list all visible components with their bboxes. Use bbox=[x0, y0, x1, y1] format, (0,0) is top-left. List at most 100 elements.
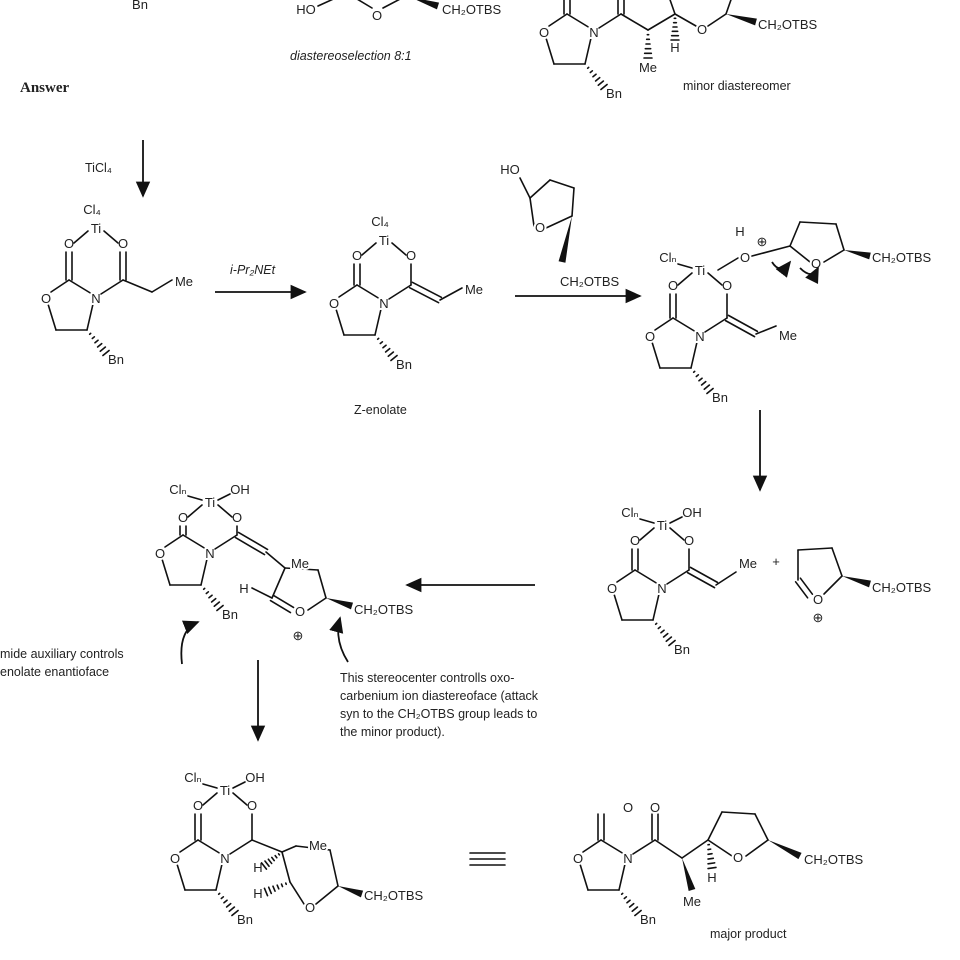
bond bbox=[571, 187, 575, 217]
bond bbox=[215, 863, 223, 891]
hashed-bond bbox=[700, 380, 707, 386]
methyl-label: Me bbox=[739, 556, 757, 571]
wedge-bond bbox=[326, 598, 354, 610]
bond bbox=[388, 284, 412, 300]
reagent-ticl4-label: TiCl₄ bbox=[85, 161, 112, 175]
ring-oxygen-label: O bbox=[535, 220, 545, 235]
hashed-bond bbox=[665, 636, 673, 643]
double-bond bbox=[237, 531, 269, 551]
hashed-bond bbox=[660, 629, 665, 634]
ti-cl-bond bbox=[639, 518, 655, 524]
hashed-bond bbox=[284, 882, 288, 886]
acyl-oxygen-label: O bbox=[722, 278, 732, 293]
hashed-bond bbox=[695, 374, 700, 378]
hashed-bond bbox=[228, 906, 236, 913]
hashed-bond bbox=[274, 854, 278, 859]
hashed-bond bbox=[600, 83, 608, 91]
plus-sign: + bbox=[772, 554, 780, 569]
bond bbox=[831, 547, 843, 577]
bond bbox=[271, 567, 286, 599]
ti-cl-bond bbox=[202, 783, 218, 789]
chelate-bond bbox=[361, 242, 377, 256]
curved-arrow bbox=[771, 260, 792, 278]
double-bond bbox=[234, 536, 266, 556]
hashed-bond bbox=[216, 604, 224, 612]
nitrogen-label: N bbox=[205, 546, 214, 561]
bond bbox=[374, 308, 382, 336]
ch2otbs-label: CH₂OTBS bbox=[364, 888, 424, 903]
hydroxy-ligand-label: OH bbox=[682, 505, 702, 520]
benzyl-label: Bn bbox=[108, 352, 124, 367]
bond bbox=[151, 279, 173, 293]
hydroxy-label: HO bbox=[296, 2, 316, 17]
carbonyl-oxygen-label: O bbox=[623, 800, 633, 815]
ti-o-bond bbox=[717, 257, 739, 271]
ring-oxygen-label: O bbox=[539, 25, 549, 40]
bond bbox=[654, 839, 683, 859]
hashed-bond bbox=[382, 344, 387, 349]
bond bbox=[690, 341, 698, 369]
hashed-bond bbox=[208, 594, 213, 599]
hashed-bond bbox=[102, 349, 110, 357]
chelate-bond bbox=[103, 230, 119, 244]
annotation-auxiliary-line: enolate enantioface bbox=[0, 665, 109, 679]
nitrogen-label: N bbox=[589, 25, 598, 40]
bond bbox=[68, 279, 93, 295]
hashed-bond bbox=[698, 377, 703, 382]
nitrogen-label: N bbox=[220, 851, 229, 866]
methyl-label: Me bbox=[779, 328, 797, 343]
chloride-ligand-label: Clₙ bbox=[169, 482, 186, 497]
methyl-label: Me bbox=[291, 556, 309, 571]
bond bbox=[651, 341, 661, 369]
ti-oh-bond bbox=[217, 493, 231, 501]
chelate-bond bbox=[232, 792, 248, 806]
bond bbox=[265, 551, 286, 569]
bond bbox=[681, 839, 709, 859]
methyl-label: Me bbox=[639, 60, 657, 75]
hashed-bond bbox=[99, 346, 107, 353]
wedge-bond bbox=[558, 216, 572, 263]
bond bbox=[338, 284, 358, 298]
bond bbox=[229, 839, 253, 855]
ring-oxygen-label: O bbox=[811, 256, 821, 271]
carbonyl-oxygen-label: O bbox=[668, 278, 678, 293]
hashed-bond bbox=[91, 336, 96, 340]
titanium-label: Ti bbox=[695, 263, 705, 278]
double-bond bbox=[686, 571, 716, 589]
bond bbox=[751, 245, 791, 257]
annotation-stereocenter-line: the minor product). bbox=[340, 725, 445, 739]
bond bbox=[251, 587, 273, 599]
positive-charge: ⊕ bbox=[757, 234, 768, 249]
acyl-oxygen-label: O bbox=[406, 248, 416, 263]
bond bbox=[666, 569, 690, 585]
hashed-bond bbox=[597, 80, 605, 87]
chloride-ligand-label: Clₙ bbox=[621, 505, 638, 520]
ti-cl-bond bbox=[677, 263, 693, 269]
chelate-bond bbox=[707, 272, 723, 286]
hashed-bond bbox=[662, 632, 669, 638]
carbonyl-oxygen-label: O bbox=[193, 798, 203, 813]
annotation-stereocenter-line: syn to the CH₂OTBS group leads to bbox=[340, 707, 537, 721]
ring-oxygen-label: O bbox=[305, 900, 315, 915]
bond bbox=[200, 558, 208, 586]
nitrogen-label: N bbox=[379, 296, 388, 311]
hashed-bond bbox=[217, 892, 221, 896]
methyl-label: Me bbox=[465, 282, 483, 297]
z-enolate-label: Z-enolate bbox=[354, 403, 407, 417]
double-bond bbox=[408, 286, 440, 304]
bond bbox=[281, 851, 291, 883]
carbonyl-oxygen-label: O bbox=[178, 510, 188, 525]
benzyl-label: Bn bbox=[237, 912, 253, 927]
ch2otbs-label: CH₂OTBS bbox=[758, 17, 818, 32]
hashed-bond bbox=[376, 337, 380, 341]
ti-cl-bond bbox=[187, 495, 203, 501]
hashed-bond bbox=[592, 73, 597, 78]
bond bbox=[618, 863, 626, 891]
bond bbox=[598, 13, 622, 29]
benzyl-label: Bn bbox=[606, 86, 622, 101]
hashed-bond bbox=[707, 862, 716, 865]
bond bbox=[307, 597, 327, 611]
titanium-label: Ti bbox=[657, 518, 667, 533]
annotation-stereocenter-line: This stereocenter controlls oxo- bbox=[340, 671, 514, 685]
annotation-auxiliary-line: mide auxiliary controls bbox=[0, 647, 124, 661]
